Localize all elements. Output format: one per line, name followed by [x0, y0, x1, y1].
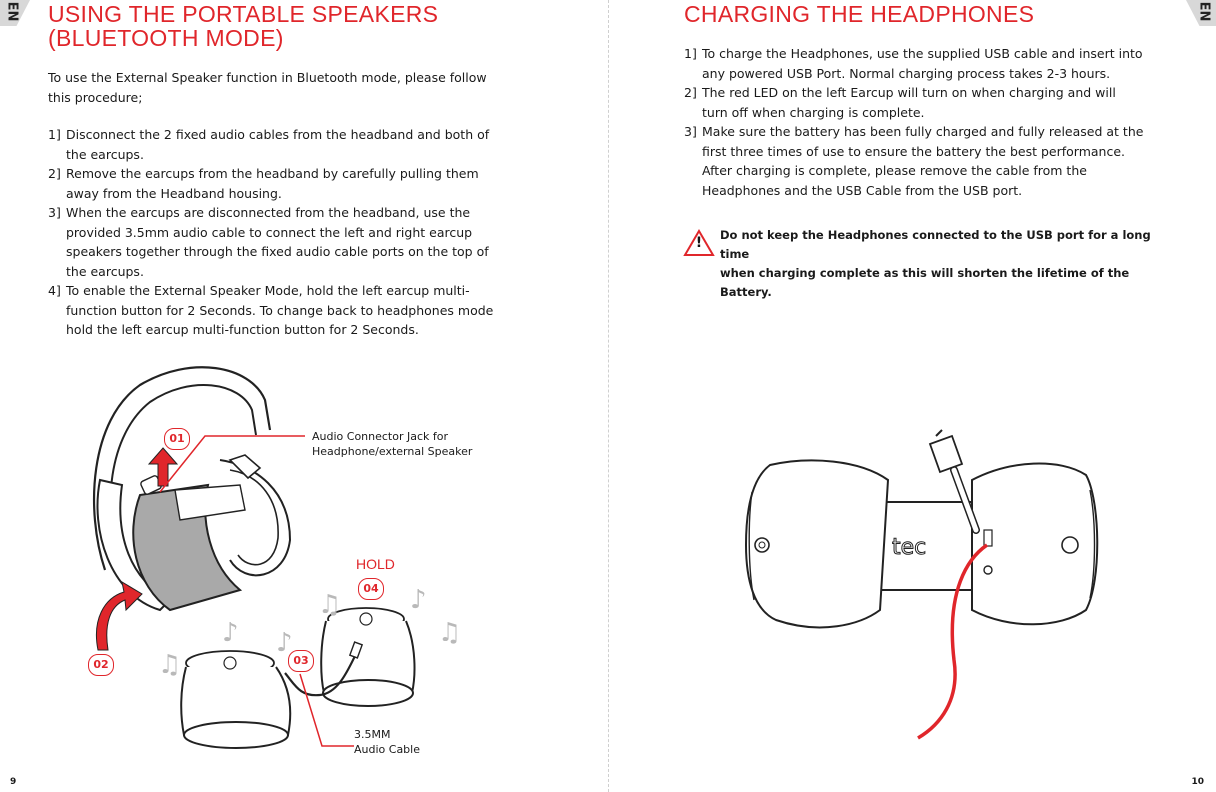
left-step-3: 3] When the earcups are disconnected fro… — [48, 203, 528, 281]
left-intro: To use the External Speaker function in … — [48, 68, 487, 107]
marker-01: 01 — [164, 428, 190, 450]
step-line: Remove the earcups from the headband by … — [66, 166, 479, 181]
step-line: first three times of use to ensure the b… — [702, 143, 1125, 159]
music-note-icon: ♫ — [158, 650, 182, 680]
language-tab-left-label: EN — [4, 1, 20, 22]
step-line: To charge the Headphones, use the suppli… — [702, 46, 1143, 61]
left-step-4: 4] To enable the External Speaker Mode, … — [48, 281, 528, 340]
page-number-right: 10 — [1191, 777, 1204, 787]
step-line: Make sure the battery has been fully cha… — [702, 124, 1144, 139]
right-page-title: CHARGING THE HEADPHONES — [684, 1, 1035, 27]
step-line: the earcups. — [66, 263, 144, 279]
music-note-icon: ♪ — [276, 628, 293, 658]
left-step-2: 2] Remove the earcups from the headband … — [48, 164, 528, 203]
left-title-line1: USING THE PORTABLE SPEAKERS — [48, 1, 439, 27]
right-step-1: 1] To charge the Headphones, use the sup… — [684, 44, 1184, 83]
step-number: 2] — [48, 166, 61, 181]
callout-audio-cable: 3.5MM Audio Cable — [354, 727, 420, 757]
page-number-left: 9 — [10, 777, 17, 787]
step-line: Headphones and the USB Cable from the US… — [702, 182, 1023, 198]
hold-label: HOLD — [356, 556, 395, 572]
left-title-line2: (BLUETOOTH MODE) — [48, 25, 284, 51]
step-line: After charging is complete, please remov… — [702, 163, 1087, 178]
left-page-title: USING THE PORTABLE SPEAKERS (BLUETOOTH M… — [48, 2, 438, 50]
callout-leader-jack — [159, 435, 305, 493]
music-note-icon: ♫ — [318, 590, 342, 620]
right-step-2: 2] The red LED on the left Earcup will t… — [684, 83, 1184, 122]
callout-jack-line2: Headphone/external Speaker — [312, 445, 473, 458]
callout-jack-line1: Audio Connector Jack for — [312, 430, 449, 443]
warning-line2: when charging complete as this will shor… — [720, 266, 1130, 299]
left-steps-list: 1] Disconnect the 2 fixed audio cables f… — [48, 125, 528, 340]
marker-03: 03 — [288, 650, 314, 672]
warning-symbol: ! — [695, 235, 703, 251]
step-line: away from the Headband housing. — [66, 185, 282, 201]
music-note-icon: ♪ — [222, 618, 239, 648]
step-line: When the earcups are disconnected from t… — [66, 205, 471, 220]
step-line: Disconnect the 2 fixed audio cables from… — [66, 127, 490, 142]
step-line: hold the left earcup multi-function butt… — [66, 322, 419, 337]
step-number: 4] — [48, 283, 61, 298]
headphone-logo-text: tec — [892, 535, 926, 560]
warning-triangle-icon — [683, 229, 715, 256]
page-divider — [608, 0, 609, 792]
step-line: function button for 2 Seconds. To change… — [66, 302, 494, 318]
callout-cable-line2: Audio Cable — [354, 743, 420, 756]
step-number: 1] — [684, 46, 697, 61]
step-line: speakers together through the fixed audi… — [66, 244, 489, 259]
callout-leader-cable — [299, 673, 354, 747]
music-note-icon: ♪ — [410, 585, 427, 615]
portable-speakers-illustration — [180, 607, 416, 749]
marker-04: 04 — [358, 578, 384, 600]
marker-02: 02 — [88, 654, 114, 676]
callout-cable-line1: 3.5MM — [354, 728, 391, 741]
step-number: 2] — [684, 85, 697, 100]
step-number: 3] — [48, 205, 61, 220]
left-step-1: 1] Disconnect the 2 fixed audio cables f… — [48, 125, 528, 164]
step-line: provided 3.5mm audio cable to connect th… — [66, 224, 473, 240]
step-line: The red LED on the left Earcup will turn… — [702, 85, 1116, 100]
language-tab-right: EN — [1186, 0, 1216, 26]
warning-line1: Do not keep the Headphones connected to … — [720, 228, 1151, 261]
step-line: To enable the External Speaker Mode, hol… — [66, 283, 470, 298]
language-tab-left: EN — [0, 0, 30, 26]
step-number: 1] — [48, 127, 61, 142]
music-note-icon: ♫ — [438, 618, 462, 648]
step-line: turn off when charging is complete. — [702, 104, 925, 120]
charging-headphones-illustration: tec — [744, 429, 1099, 740]
warning-text: Do not keep the Headphones connected to … — [720, 226, 1180, 302]
step-line: the earcups. — [66, 146, 144, 162]
left-intro-line2: this procedure; — [48, 89, 143, 105]
step-number: 3] — [684, 124, 697, 139]
right-step-3: 3] Make sure the battery has been fully … — [684, 122, 1184, 200]
callout-audio-jack: Audio Connector Jack for Headphone/exter… — [312, 429, 472, 459]
curved-arrow-icon — [96, 580, 143, 651]
language-tab-right-label: EN — [1196, 1, 1212, 22]
up-arrow-icon — [147, 447, 179, 487]
right-steps-list: 1] To charge the Headphones, use the sup… — [684, 44, 1184, 200]
step-line: any powered USB Port. Normal charging pr… — [702, 65, 1111, 81]
left-intro-line1: To use the External Speaker function in … — [48, 70, 487, 85]
